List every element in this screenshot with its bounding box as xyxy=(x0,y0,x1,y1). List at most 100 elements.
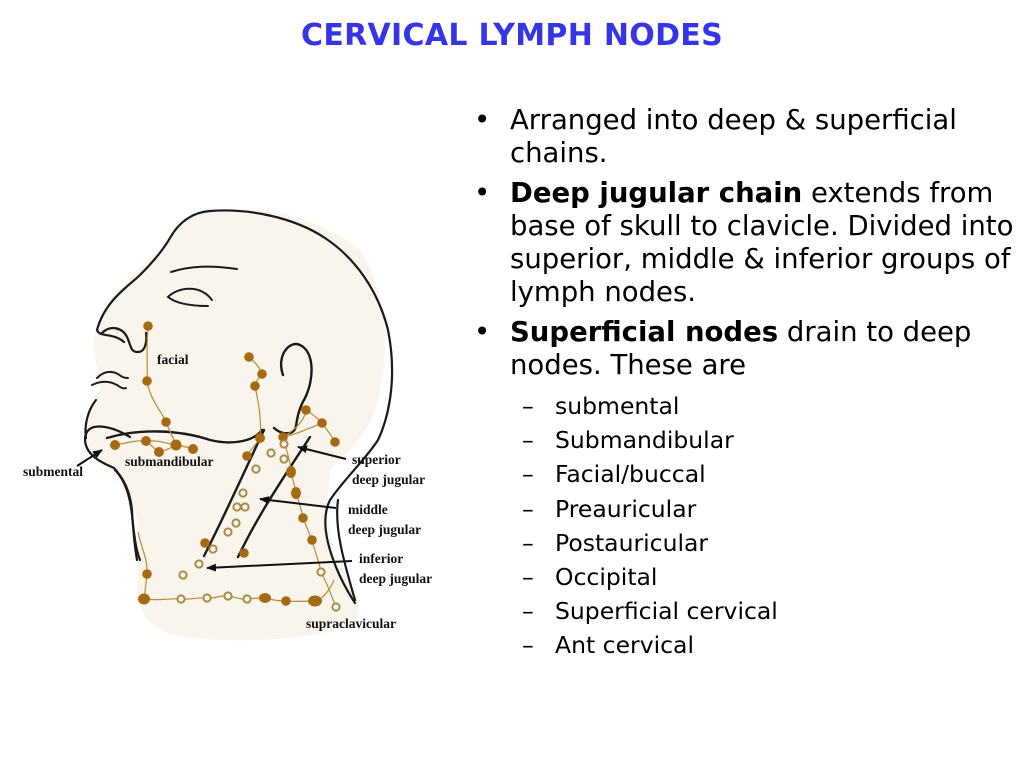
node-supraclavicular xyxy=(259,593,271,603)
bullet-text: drain to deep nodes. These are xyxy=(510,316,972,381)
node-submandibular xyxy=(188,444,198,454)
node-superficial-cervical xyxy=(307,535,317,545)
node-superficial-cervical xyxy=(286,466,296,478)
ear xyxy=(272,342,313,435)
node-superficial-cervical xyxy=(291,487,301,499)
chin xyxy=(84,398,98,440)
list-item: –Ant cervical xyxy=(522,628,1024,662)
node-supraclavicular-open xyxy=(331,602,341,612)
list-item-label: Preauricular xyxy=(555,494,697,523)
list-item-label: Submandibular xyxy=(555,426,734,455)
bullet-superficial-nodes: • Superficial nodes drain to deep nodes.… xyxy=(470,316,1024,382)
node-supraclavicular-open xyxy=(176,594,186,604)
dash-marker: – xyxy=(522,597,534,626)
arrow-submental xyxy=(76,449,103,467)
node-submandibular xyxy=(141,436,151,446)
arrow-superior-deep-jugular xyxy=(297,445,347,460)
list-item: –Submandibular xyxy=(522,423,1024,457)
node-deep-jugular-open xyxy=(279,454,289,464)
node-submandibular xyxy=(154,447,164,457)
open-lymph-nodes xyxy=(176,439,341,612)
list-item: –Facial/buccal xyxy=(522,457,1024,491)
node-superficial-cervical xyxy=(298,513,308,523)
eyebrow xyxy=(170,265,238,273)
bullet-marker: • xyxy=(474,104,491,136)
dash-marker: – xyxy=(522,392,534,420)
node-postauricular xyxy=(317,418,327,428)
node-deep-jugular-open xyxy=(240,502,250,512)
bullet-marker: • xyxy=(474,316,491,348)
label-superior-2: deep jugular xyxy=(352,472,425,487)
list-item: –Preauricular xyxy=(522,492,1024,526)
bullet-bold-term: Superficial nodes xyxy=(510,316,779,348)
node-supraclavicular-open xyxy=(202,593,212,603)
list-item-label: Postauricular xyxy=(555,528,709,557)
bullet-text: Arranged into deep & superficial chains. xyxy=(510,104,957,169)
label-middle-1: middle xyxy=(348,502,388,517)
label-supraclavicular: supraclavicular xyxy=(306,616,396,631)
neck-back-line xyxy=(336,498,357,602)
muscle-line-anterior xyxy=(202,428,266,558)
head-fill xyxy=(85,208,386,600)
list-item: –Occipital xyxy=(522,560,1024,594)
node-supraclavicular-open xyxy=(242,594,252,604)
node-supraclavicular-open xyxy=(223,591,233,601)
dash-marker: – xyxy=(522,494,534,523)
label-inferior-1: inferior xyxy=(359,551,403,566)
list-item-label: submental xyxy=(555,392,680,420)
jaw-line xyxy=(105,428,264,444)
node-deep-jugular-open xyxy=(194,559,204,569)
bullet-arrangement: • Arranged into deep & superficial chain… xyxy=(470,104,1024,170)
node-deep-jugular-open xyxy=(251,464,261,474)
dash-marker: – xyxy=(522,631,534,660)
node-supraclavicular xyxy=(281,596,291,606)
node-supraclavicular xyxy=(308,595,322,607)
list-item: –Postauricular xyxy=(522,526,1024,560)
node-submental xyxy=(110,440,120,450)
node-deep-jugular-open xyxy=(178,570,188,580)
node-deep-jugular-open xyxy=(208,544,218,554)
nose xyxy=(100,327,148,354)
slide-body: • Arranged into deep & superficial chain… xyxy=(470,104,1024,663)
node-supraclavicular xyxy=(138,593,150,605)
dash-marker: – xyxy=(522,563,534,592)
node-deep-jugular xyxy=(200,538,210,548)
node-preauricular xyxy=(257,369,267,379)
node-parotid xyxy=(255,433,265,443)
label-submental: submental xyxy=(23,464,83,479)
dash-marker: – xyxy=(522,528,534,557)
list-item-label: Facial/buccal xyxy=(555,460,706,489)
node-postauricular xyxy=(278,432,288,442)
node-postauricular xyxy=(301,405,311,415)
node-facial xyxy=(142,376,152,386)
label-submandibular: submandibular xyxy=(125,454,214,469)
label-facial: facial xyxy=(157,352,189,367)
node-deep-jugular-open xyxy=(232,502,242,512)
dash-marker: – xyxy=(522,426,534,455)
filled-lymph-nodes xyxy=(110,321,340,607)
node-deep-jugular-open xyxy=(279,439,289,449)
bullet-bold-term: Deep jugular chain xyxy=(510,177,803,209)
eye xyxy=(166,287,213,307)
arrow-inferior-deep-jugular xyxy=(206,560,353,572)
node-accessory-open xyxy=(316,567,326,577)
node-preauricular xyxy=(244,352,254,362)
node-occipital xyxy=(330,437,340,447)
slide-title: CERVICAL LYMPH NODES xyxy=(301,18,723,53)
list-item-label: Occipital xyxy=(555,563,658,592)
list-item: –Superficial cervical xyxy=(522,594,1024,628)
neck-front-line xyxy=(113,468,142,562)
node-deep-jugular-open xyxy=(266,448,276,458)
upper-lip xyxy=(96,370,129,379)
label-superior-1: superior xyxy=(352,452,401,467)
node-preauricular xyxy=(250,381,260,391)
node-anterior-cervical xyxy=(142,569,152,579)
node-facial xyxy=(161,417,171,427)
pointer-arrows xyxy=(76,445,353,572)
superficial-node-list: –submental –Submandibular –Facial/buccal… xyxy=(470,389,1024,663)
list-item-label: Superficial cervical xyxy=(555,597,778,626)
dash-marker: – xyxy=(522,460,534,489)
lower-lip xyxy=(91,380,127,390)
bullet-text: extends from base of skull to clavicle. … xyxy=(510,177,1014,308)
